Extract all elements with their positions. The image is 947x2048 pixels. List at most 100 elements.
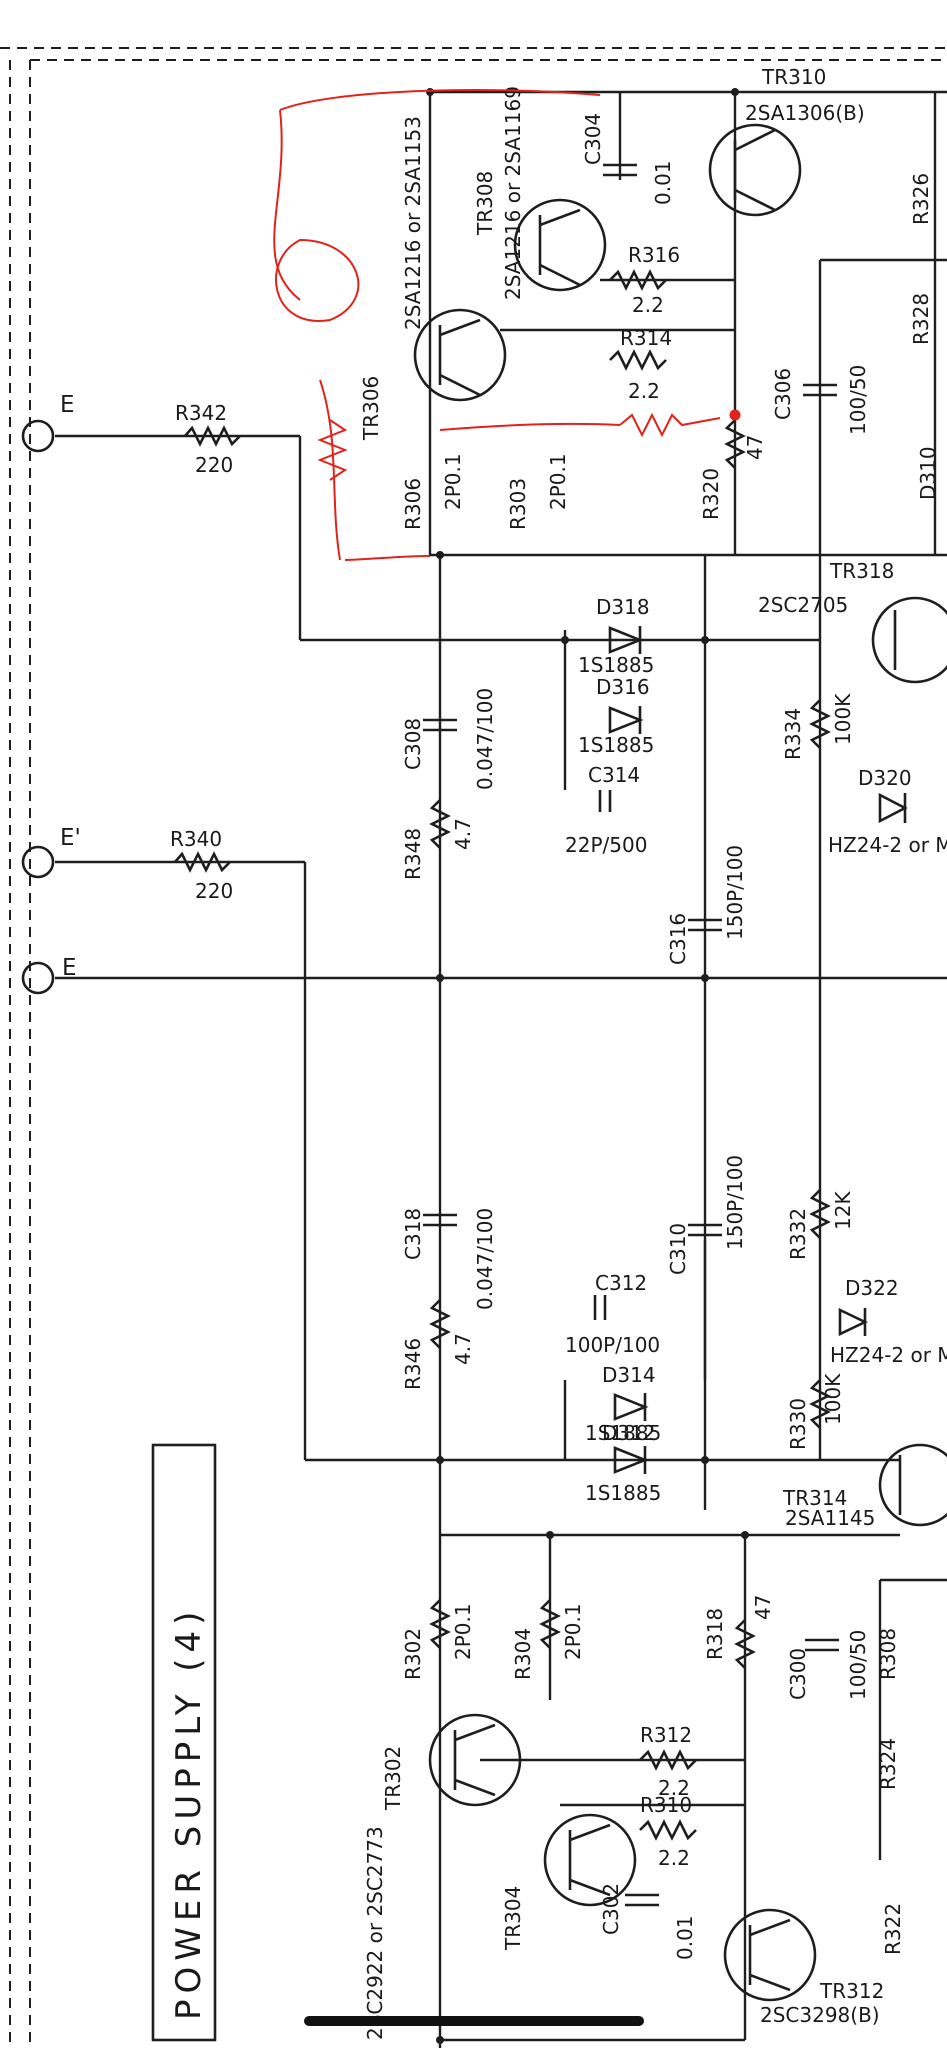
diode-ref: D318 <box>596 595 650 619</box>
resistor-value: 100K <box>831 693 855 745</box>
resistor-value: 12K <box>831 1191 855 1230</box>
resistor-value: 2.2 <box>628 379 660 403</box>
capacitor-ref: C306 <box>771 368 795 420</box>
capacitor-c314: C314 22P/500 <box>565 763 647 857</box>
capacitor-c308: C308 0.047/100 <box>401 688 497 790</box>
resistor-ref: R340 <box>170 827 222 851</box>
wiring <box>55 90 947 2048</box>
resistor-r330: R330 100K <box>786 1373 845 1450</box>
transistor-ref: TR310 <box>761 65 826 89</box>
capacitor-ref: C312 <box>595 1271 647 1295</box>
diode-part: 1S1885 <box>578 653 654 677</box>
transistor-ref: TR306 <box>359 376 383 441</box>
capacitor-ref: C308 <box>401 718 425 770</box>
transistor-tr314: TR314 2SA1145 <box>782 1443 947 1530</box>
transistor-part: 2SA1306(B) <box>745 101 865 125</box>
resistor-ref: R320 <box>699 468 723 520</box>
diode-d320: D320 HZ24-2 or MA1240 <box>828 766 947 857</box>
transistor-ref: TR302 <box>381 1746 405 1811</box>
transistor-part: 2SA1145 <box>785 1506 875 1530</box>
resistor-r322: R322 <box>881 1903 905 1955</box>
resistor-value: 2P0.1 <box>451 1603 475 1660</box>
transistor-tr318: TR318 2SC2705 <box>758 559 947 684</box>
resistor-r320: R320 47 <box>699 419 767 520</box>
resistor-r340: R340 220 <box>170 827 233 903</box>
transistor-ref: TR318 <box>829 559 894 583</box>
resistor-ref: R328 <box>909 293 933 345</box>
resistor-ref: R324 <box>876 1738 900 1790</box>
diode-ref: D310 <box>916 446 940 500</box>
resistor-ref: R316 <box>628 243 680 267</box>
resistor-ref: R310 <box>640 1793 692 1817</box>
capacitor-value: 100P/100 <box>565 1333 660 1357</box>
capacitor-value: 0.01 <box>651 160 675 205</box>
resistor-ref: R334 <box>781 708 805 760</box>
resistor-r348: R348 4.7 <box>401 799 475 880</box>
transistor-part: 2SC3298(B) <box>760 2003 880 2027</box>
capacitor-value: 22P/500 <box>565 833 647 857</box>
diode-d322: D322 HZ24-2 or MA12 <box>830 1276 947 1367</box>
page-title: POWER SUPPLY (4) <box>169 1606 209 2020</box>
resistor-value: 4.7 <box>451 818 475 850</box>
title-box: POWER SUPPLY (4) <box>151 1443 217 2042</box>
resistor-value: 2P0.1 <box>546 453 570 510</box>
home-indicator[interactable] <box>304 2016 644 2026</box>
capacitor-ref: C302 <box>599 1883 623 1935</box>
resistor-r314: R314 2.2 <box>609 326 672 403</box>
capacitor-ref: C310 <box>666 1223 690 1275</box>
diode-part: 1S1885 <box>585 1421 661 1445</box>
terminal-e-prime: E' <box>21 825 81 879</box>
capacitor-ref: C316 <box>666 913 690 965</box>
transistor-ref: TR308 <box>473 171 497 236</box>
resistor-r310: R310 2.2 <box>639 1793 697 1870</box>
resistor-value: 100K <box>821 1373 845 1425</box>
resistor-value: 2P0.1 <box>561 1603 585 1660</box>
diode-d314: D314 1S1885 <box>585 1363 661 1445</box>
resistor-value: 220 <box>195 453 233 477</box>
resistor-r304: R304 2P0.1 <box>511 1599 585 1680</box>
resistor-value: 2.2 <box>658 1776 690 1800</box>
resistor-ref: R342 <box>175 401 227 425</box>
terminal-label: E <box>62 955 77 981</box>
resistor-r318: R318 47 <box>703 1595 775 1669</box>
capacitor-c310: C310 150P/100 <box>666 1155 747 1275</box>
resistor-r324: R324 <box>876 1738 900 1790</box>
diode-ref: D314 <box>602 1363 656 1387</box>
resistor-ref: R332 <box>786 1208 810 1260</box>
diode-d310: D310 <box>916 446 940 500</box>
resistor-ref: R322 <box>881 1903 905 1955</box>
junctions <box>426 88 749 2044</box>
capacitor-value: 150P/100 <box>723 1155 747 1250</box>
resistor-r328: R328 <box>909 293 933 345</box>
transistor-part: 2SA1216 or 2SA1169 <box>501 86 525 300</box>
resistor-ref: R346 <box>401 1338 425 1390</box>
diode-part: HZ24-2 or MA12 <box>830 1343 947 1367</box>
resistor-value: 47 <box>743 435 767 460</box>
resistor-ref: R303 <box>506 478 530 530</box>
diode-part: 1S1885 <box>585 1481 661 1505</box>
resistor-ref: R314 <box>620 326 672 350</box>
resistor-value: 4.7 <box>451 1333 475 1365</box>
resistor-value: 2P0.1 <box>441 453 465 510</box>
diode-ref: D316 <box>596 675 650 699</box>
capacitor-c316: C316 150P/100 <box>666 845 747 965</box>
capacitor-ref: C304 <box>581 113 605 165</box>
diode-d316: D316 1S1885 <box>578 675 654 757</box>
diode-d312: D312 1S1885 <box>585 1421 661 1505</box>
resistor-value: 2.2 <box>658 1846 690 1870</box>
terminal-label: E <box>60 392 75 418</box>
resistor-value: 47 <box>751 1595 775 1620</box>
capacitor-value: 100/50 <box>846 365 870 435</box>
resistor-ref: R304 <box>511 1628 535 1680</box>
diode-ref: D312 <box>602 1421 656 1445</box>
transistor-tr312: TR312 2SC3298(B) <box>723 1908 884 2027</box>
capacitor-c312: C312 100P/100 <box>565 1271 660 1357</box>
capacitor-c302: C302 0.01 <box>599 1883 697 1960</box>
transistor-part: 2SC2705 <box>758 593 848 617</box>
transistor-tr302: TR302 2SC2922 or 2SC2773 <box>363 1713 522 2040</box>
resistor-ref: R326 <box>909 173 933 225</box>
terminal-e-ground: E <box>21 955 77 995</box>
frame <box>0 47 947 2048</box>
resistor-r332: R332 12K <box>786 1189 855 1260</box>
